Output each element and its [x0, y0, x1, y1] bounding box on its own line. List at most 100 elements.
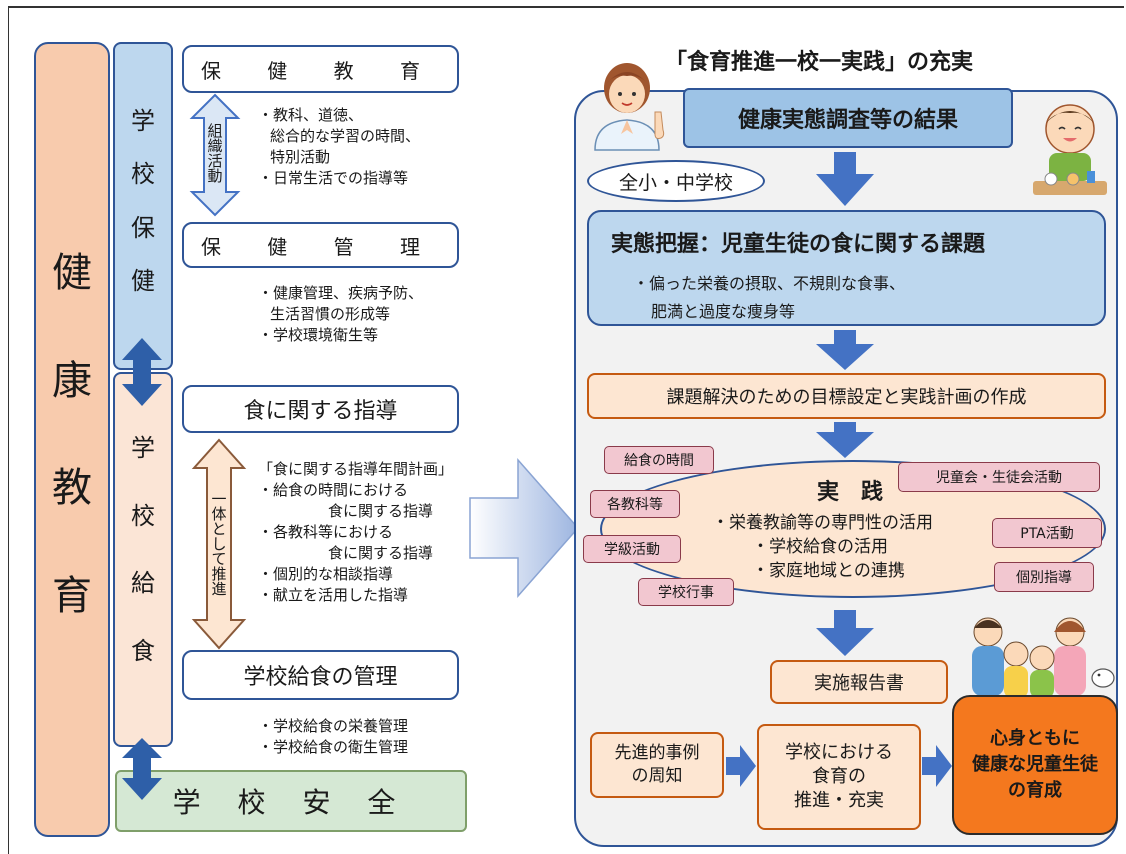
goal-line: 心身ともに — [990, 728, 1080, 749]
gakko-suishin-line: 学校における — [785, 742, 893, 763]
health-education-column: 健 康 教 育 — [34, 42, 110, 837]
scope-label: 全小・中学校 — [618, 171, 733, 194]
gakko-suishin-line: 食育の — [812, 766, 866, 787]
tag-jidokai: 児童会・生徒会活動 — [898, 462, 1100, 492]
health-edu-char: 育 — [52, 573, 92, 620]
health-lunch-link-arrow — [122, 338, 162, 406]
ittai-char: 推 — [211, 564, 227, 583]
shokushido-notes: 「食に関する指導年間計画」 ・給食の時間における 食に関する指導 ・各教科等にお… — [258, 459, 453, 606]
goal-line: 健康な児童生徒 — [972, 754, 1098, 775]
note-line: ・献立を活用した指導 — [258, 586, 409, 604]
outer-frame — [8, 6, 1124, 854]
senshin-line: の周知 — [631, 766, 683, 786]
school-safety-label: 学 校 安 全 — [172, 786, 410, 819]
shokushido-box: 食に関する指導 — [182, 385, 459, 433]
shokushido-label: 食に関する指導 — [243, 399, 398, 424]
school-health-char: 保 — [131, 213, 155, 242]
down-arrow-1 — [816, 152, 874, 206]
lunch-safety-link-arrow — [122, 738, 162, 800]
school-lunch-char: 校 — [131, 501, 155, 530]
hokokusho-box: 実施報告書 — [770, 660, 948, 704]
note-line: ・学校給食の衛生管理 — [258, 738, 409, 756]
school-health-char: 健 — [131, 267, 155, 296]
gakko-suishin-line: 推進・充実 — [794, 790, 884, 811]
note-line: 特別活動 — [270, 148, 331, 166]
note-line: 食に関する指導 — [328, 502, 434, 520]
ittai-char: 体 — [211, 504, 227, 523]
health-edu-char: 康 — [52, 357, 92, 404]
ittai-label: 一 体 と し て 推 進 — [208, 478, 230, 610]
tag-gakko-gyoji: 学校行事 — [638, 578, 734, 606]
school-lunch-char: 給 — [131, 569, 155, 598]
hoken-kyoiku-notes: ・教科、道徳、 総合的な学習の時間、 特別活動 ・日常生活での指導等 — [258, 105, 420, 189]
right-title: 「食育推進一校一実践」の充実 — [665, 50, 974, 75]
ittai-char: て — [211, 549, 227, 568]
jissen-title: 実 践 — [816, 480, 883, 505]
mokuhyo-box: 課題解決のための目標設定と実践計画の作成 — [587, 373, 1106, 419]
soshiki-label: 組 織 活 動 — [205, 118, 225, 190]
soshiki-double-arrow — [189, 93, 241, 217]
jittai-note-line: 肥満と過度な痩身等 — [651, 302, 796, 321]
big-flow-arrow — [469, 458, 580, 598]
school-health-char: 学 — [131, 106, 155, 135]
kyushoku-kanri-label: 学校給食の管理 — [243, 665, 398, 690]
kenko-chosa-label: 健康実態調査等の結果 — [737, 108, 958, 133]
school-lunch-char: 学 — [131, 433, 155, 462]
note-line: 「食に関する指導年間計画」 — [258, 460, 454, 478]
right-arrow-2 — [922, 745, 952, 787]
school-safety-bar: 学 校 安 全 — [115, 770, 467, 832]
ittai-char: し — [211, 534, 227, 553]
jittai-title: 実態把握：児童生徒の食に関する課題 — [611, 232, 986, 257]
goal-line: の育成 — [1008, 780, 1062, 801]
kyushoku-kanri-notes: ・学校給食の栄養管理 ・学校給食の衛生管理 — [258, 716, 408, 758]
hokokusho-label: 実施報告書 — [814, 673, 904, 694]
right-arrow-1 — [726, 745, 756, 787]
teacher-illustration — [594, 63, 665, 151]
goal-box: 心身ともに 健康な児童生徒 の育成 — [952, 695, 1118, 835]
school-health-char: 校 — [131, 160, 155, 189]
mokuhyo-label: 課題解決のための目標設定と実践計画の作成 — [666, 387, 1027, 408]
tag-gakkyu-katsudo: 学級活動 — [583, 535, 681, 563]
jissen-note-line: ・学校給食の活用 — [752, 537, 888, 557]
child-eating-illustration — [1033, 104, 1107, 195]
hoken-kyoiku-label: 保 健 教 育 — [200, 58, 441, 83]
family-illustration — [972, 617, 1115, 698]
note-line: ・教科、道徳、 — [258, 106, 364, 124]
down-arrow-2 — [816, 330, 874, 370]
note-line: 生活習慣の形成等 — [270, 305, 391, 323]
tag-kyushoku-jikan: 給食の時間 — [604, 446, 714, 474]
down-arrow-3 — [816, 422, 874, 458]
down-arrow-4 — [816, 610, 874, 656]
health-edu-char: 教 — [52, 465, 92, 512]
note-line: ・学校環境衛生等 — [258, 326, 379, 344]
senshin-box: 先進的事例 の周知 — [590, 732, 724, 798]
gakko-suishin-box: 学校における 食育の 推進・充実 — [757, 724, 921, 830]
hoken-kyoiku-box: 保 健 教 育 — [182, 45, 459, 93]
hoken-kanri-label: 保 健 管 理 — [200, 234, 441, 259]
jittai-box: 実態把握：児童生徒の食に関する課題 ・偏った栄養の摂取、不規則な食事、 肥満と過… — [587, 210, 1106, 326]
school-lunch-char: 食 — [131, 637, 155, 666]
jissen-notes: ・栄養教諭等の専門性の活用 ・学校給食の活用 ・家庭地域との連携 — [712, 511, 933, 583]
health-edu-char: 健 — [52, 249, 92, 296]
jissen-note-line: ・栄養教諭等の専門性の活用 — [712, 513, 933, 533]
school-lunch-column: 学 校 給 食 — [113, 372, 173, 747]
note-line: ・学校給食の栄養管理 — [258, 717, 409, 735]
ittai-char: 進 — [211, 579, 227, 598]
note-line: ・日常生活での指導等 — [258, 169, 409, 187]
kenko-chosa-box: 健康実態調査等の結果 — [683, 88, 1013, 148]
ittai-char: 一 — [211, 489, 227, 508]
tag-pta: PTA活動 — [992, 518, 1102, 548]
jissen-note-line: ・家庭地域との連携 — [752, 561, 905, 581]
kyushoku-kanri-box: 学校給食の管理 — [182, 650, 459, 700]
soshiki-char: 活 — [207, 152, 223, 170]
hoken-kanri-box: 保 健 管 理 — [182, 222, 459, 268]
soshiki-char: 組 — [207, 122, 223, 140]
scope-ellipse: 全小・中学校 — [587, 160, 765, 202]
soshiki-char: 動 — [207, 167, 223, 185]
ittai-char: と — [211, 519, 227, 538]
school-health-column: 学 校 保 健 — [113, 42, 173, 370]
note-line: 食に関する指導 — [328, 544, 434, 562]
tag-kobetsu-shido: 個別指導 — [994, 562, 1094, 592]
